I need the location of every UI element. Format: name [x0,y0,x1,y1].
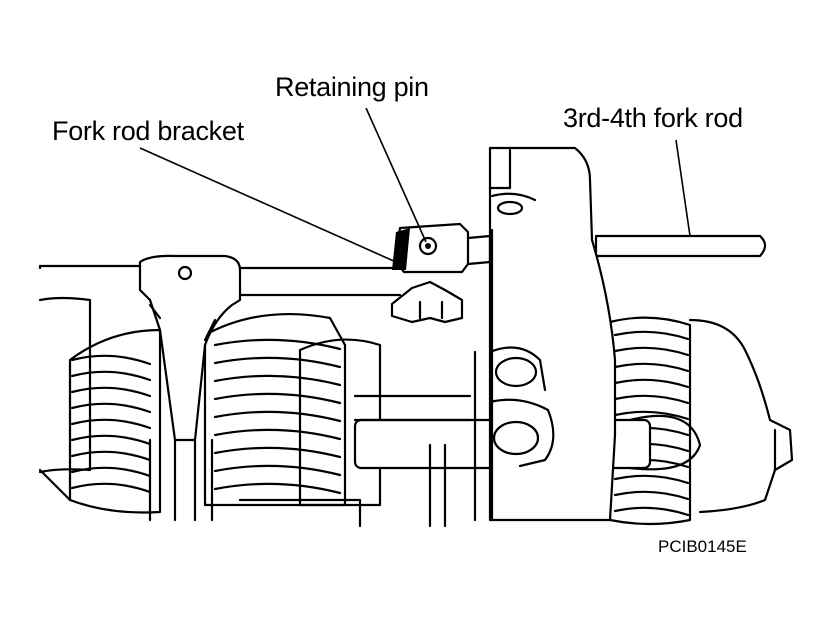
fork-rod-left [38,264,402,297]
gear-tooth [70,482,152,494]
leader-fork-rod-bracket [139,147,397,263]
gear-tooth [613,474,690,485]
label-retaining-pin: Retaining pin [275,72,429,102]
transmission-case [473,146,617,522]
gear-tooth [213,338,342,351]
gear-tooth [213,428,342,441]
middle-gear-cluster [203,313,382,507]
gear-tooth [213,392,342,405]
label-fork-rod-3rd-4th: 3rd-4th fork rod [563,103,743,133]
figure-code: PCIB0145E [658,537,747,556]
gear-tooth [213,374,342,387]
label-fork-rod-bracket: Fork rod bracket [52,116,244,146]
gear-tooth [70,386,152,398]
fork-rod-bracket [390,222,492,324]
gear-tooth [70,450,152,462]
gear-tooth [613,330,690,341]
gear-tooth [213,482,342,495]
gear-tooth [613,346,690,357]
gear-tooth [70,402,152,414]
gear-tooth [70,370,152,382]
gear-tooth [70,466,152,478]
gear-tooth [613,378,690,389]
gear-tooth [213,356,342,369]
leader-lines [139,107,691,263]
right-housing [688,318,794,514]
gear-tooth [613,410,690,421]
gear-tooth [70,418,152,430]
gear-tooth [213,464,342,477]
gear-tooth [613,506,690,517]
gear-tooth [70,434,152,446]
shift-fork [138,254,242,522]
gear-tooth [213,410,342,423]
gear-tooth [613,394,690,405]
left-gear-cluster [38,296,162,514]
leader-fork-rod-3rd-4th [675,139,691,237]
leader-retaining-pin [365,107,427,243]
gear-tooth [70,354,152,366]
fork-rod-3rd-4th [594,234,767,258]
gear-tooth [213,446,342,459]
gear-tooth [613,490,690,501]
gear-tooth [613,362,690,373]
